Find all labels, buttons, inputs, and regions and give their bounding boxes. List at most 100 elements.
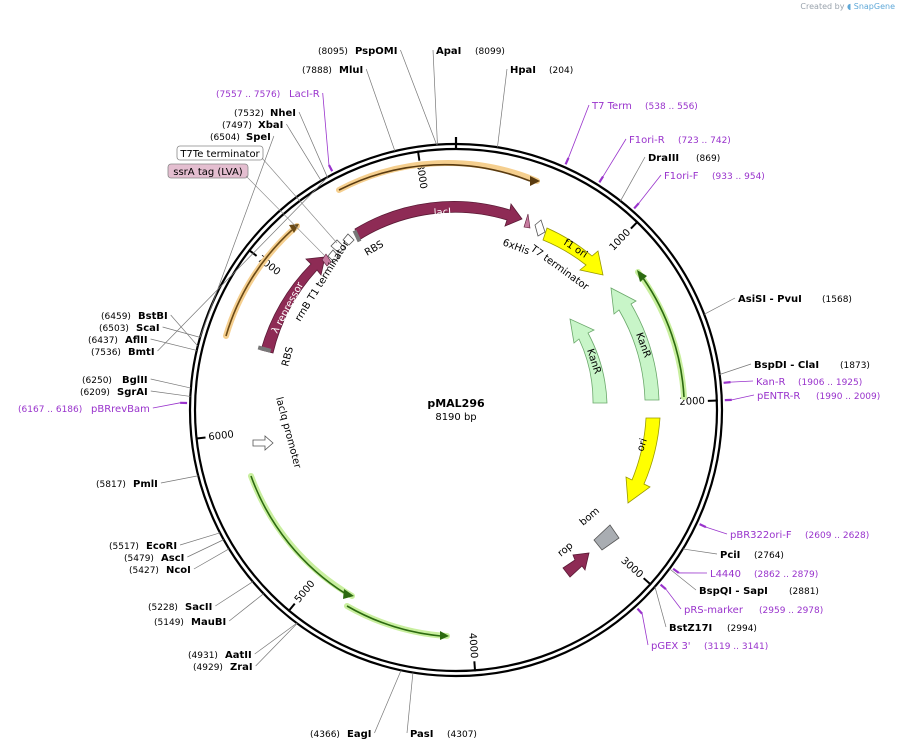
t7te-terminator-label: T7Te terminator	[179, 149, 260, 160]
site-leader	[400, 49, 437, 145]
laci-rbs-mark	[352, 229, 362, 243]
site-name-pspomi[interactable]: PspOMI	[355, 46, 397, 57]
ori-label: ori	[635, 437, 649, 453]
site-leader	[497, 68, 508, 148]
site-name-scai[interactable]: ScaI	[136, 323, 160, 334]
primer-name-f1ori-f[interactable]: F1ori-F	[664, 171, 699, 182]
site-pos-pspomi: (8095)	[318, 47, 348, 57]
site-name-bspqi-sapi[interactable]: BspQI - SapI	[699, 586, 768, 597]
site-leader	[162, 326, 201, 338]
plasmid-length: 8190 bp	[435, 412, 476, 423]
site-pos-asci: (5479)	[124, 554, 154, 564]
feature-ori[interactable]: ori	[625, 417, 661, 504]
primer-name-laci-r[interactable]: LacI-R	[289, 89, 320, 100]
site-leader	[374, 670, 402, 734]
site-name-pmli[interactable]: PmlI	[133, 479, 158, 490]
t7te-terminator-box	[176, 145, 264, 161]
site-name-aflii[interactable]: BmtI	[128, 347, 155, 358]
feature-kanr-inner[interactable]: KanR	[569, 318, 608, 404]
primer-leader	[641, 613, 649, 646]
boxed-feature-ssra[interactable]: ssrA tag (LVA)	[167, 163, 326, 257]
site-name-spei[interactable]: BstBI	[138, 311, 168, 322]
site-name-asisi-pvui[interactable]: AsiSI - PvuI	[738, 294, 802, 305]
site-pos-spei: (6459)	[101, 312, 131, 322]
lambda-repressor-arrow	[260, 256, 326, 354]
site-pos-bglii: (6250)	[82, 376, 112, 386]
primer-name-l4440[interactable]: L4440	[710, 569, 741, 580]
primer-name-pentr-r[interactable]: pENTR-R	[757, 391, 800, 402]
site-name-maubi[interactable]: MauBI	[191, 617, 226, 628]
primer-pos-prs-marker: (2959 .. 2978)	[759, 606, 823, 616]
site-leader	[199, 135, 275, 338]
site-name-bspdi-clai[interactable]: BspDI - ClaI	[754, 360, 819, 371]
orange-arc-left-head	[289, 224, 299, 233]
kanr-inner-arrow	[569, 318, 608, 404]
bom-box	[593, 524, 620, 551]
primer-leader	[568, 104, 590, 159]
site-name-pcii[interactable]: PciI	[720, 550, 740, 561]
site-name-zrai[interactable]: ZraI	[230, 662, 253, 673]
boxed-feature-t7te[interactable]: T7Te terminator	[176, 145, 338, 244]
ruler-tick-label: 4000	[466, 633, 479, 659]
site-name-bstz17i[interactable]: BstZ17I	[669, 623, 712, 634]
site-name-aatii[interactable]: AatII	[225, 650, 252, 661]
ruler-tick	[248, 249, 258, 257]
site-name-eagi[interactable]: EagI	[347, 729, 371, 740]
ssra-tag-box	[167, 163, 249, 179]
primer-pos-f1ori-r: (723 .. 742)	[678, 136, 731, 146]
primer-name-pbrrevbam[interactable]: pBRrevBam	[91, 404, 150, 415]
site-leader	[157, 176, 329, 352]
site-leader	[254, 622, 298, 655]
feature-bom[interactable]: bom	[578, 506, 620, 551]
feature-kanr-outer[interactable]: KanR	[610, 287, 660, 401]
snapgene-logo-icon: ◖	[846, 2, 852, 11]
site-pos-pcii: (2764)	[754, 551, 784, 561]
site-leader	[160, 475, 199, 484]
site-name-bmti[interactable]: NheI	[270, 108, 296, 119]
primer-name-pbr322ori-f[interactable]: pBR322ori-F	[730, 530, 792, 541]
primer-pos-f1ori-f: (933 .. 954)	[712, 172, 765, 182]
site-name-sacii[interactable]: SacII	[185, 602, 212, 613]
site-name-xbai[interactable]: SpeI	[246, 132, 271, 143]
site-leader	[255, 623, 298, 667]
ruler-tick-label: 5000	[293, 579, 318, 606]
site-name-nhei[interactable]: XbaI	[258, 120, 283, 131]
green-arc-bottom-left-line	[250, 475, 347, 595]
feature-laci[interactable]: lacI	[352, 201, 523, 243]
primer-name-prs-marker[interactable]: pRS-marker	[684, 605, 744, 616]
small-features	[252, 213, 546, 451]
site-leader	[150, 378, 191, 389]
t7te-leader	[261, 157, 338, 244]
site-name-asci[interactable]: AscI	[161, 553, 184, 564]
site-name-bglii[interactable]: BglII	[122, 375, 148, 386]
site-name-ecori[interactable]: EcoRI	[146, 541, 177, 552]
laciq-promoter-label: lacIq promoter	[273, 396, 303, 470]
primer-name-pgex3[interactable]: pGEX 3'	[651, 641, 691, 652]
primer-mark	[327, 164, 334, 172]
site-name-draiii[interactable]: DraIII	[648, 153, 679, 164]
primer-pos-pgex3: (3119 .. 3141)	[704, 642, 768, 652]
primer-mark	[564, 157, 570, 165]
site-name-sgrai[interactable]: SgrAI	[117, 387, 148, 398]
green-arc-bottom-line	[346, 605, 442, 637]
site-name-apai[interactable]: ApaI	[436, 46, 461, 57]
site-name-bstbi[interactable]: AflII	[125, 335, 148, 346]
ruler-tick-label: 1000	[608, 227, 634, 253]
primer-name-t7term[interactable]: T7 Term	[591, 101, 632, 112]
site-leader	[215, 581, 254, 607]
site-name-hpai[interactable]: HpaI	[510, 65, 536, 76]
primer-name-f1ori-r[interactable]: F1ori-R	[629, 135, 665, 146]
site-pos-apai: (8099)	[475, 47, 505, 57]
site-name-pasi[interactable]: PasI	[410, 729, 433, 740]
primer-name-kan-r[interactable]: Kan-R	[756, 377, 785, 388]
site-name-mlui[interactable]: MluI	[339, 65, 363, 76]
site-name-ncoi[interactable]: NcoI	[166, 565, 191, 576]
primer-leader	[152, 402, 181, 409]
site-leader	[179, 532, 221, 546]
primer-leader	[705, 526, 728, 535]
orange-arc-top-line	[338, 163, 531, 191]
feature-rop[interactable]: rop	[556, 540, 590, 578]
site-pos-scai: (6503)	[99, 324, 129, 334]
plasmid-name: pMAL296	[427, 397, 485, 410]
